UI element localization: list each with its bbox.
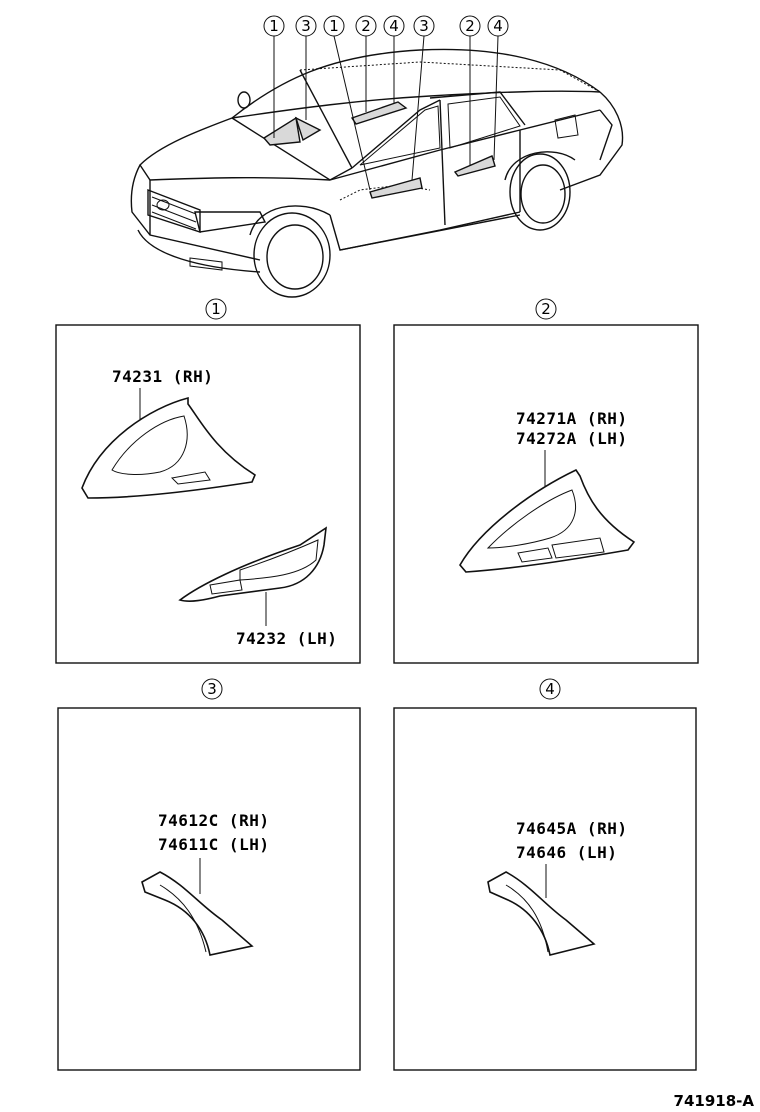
car-callout-1a: 1 [263,15,285,37]
panel-4-label-rh[interactable]: 74645A (RH) [516,819,627,838]
panel-2-frame [393,324,699,664]
svg-text:4: 4 [545,680,555,698]
svg-text:3: 3 [207,680,217,698]
car-part-1-door [369,177,423,199]
svg-text:4: 4 [389,17,399,35]
car-callout-4b: 4 [487,15,509,37]
car-callout-2b: 2 [459,15,481,37]
panel-3: 3 74612C (RH) 74611C (LH) [57,678,361,1071]
part-74232[interactable] [178,526,327,603]
panel-4-frame [393,707,697,1071]
diagram-code: 741918-A [674,1092,755,1110]
car-callout-3a: 3 [295,15,317,37]
car-callout-4a: 4 [383,15,405,37]
panel-3-label-rh[interactable]: 74612C (RH) [158,811,269,830]
svg-text:2: 2 [361,17,371,35]
panel-1: 1 74231 (RH) 74232 (LH) [55,298,361,664]
car-part-1-front [262,116,301,146]
svg-text:1: 1 [211,300,221,318]
svg-text:2: 2 [465,17,475,35]
svg-text:1: 1 [269,17,279,35]
panel-4: 4 74645A (RH) 74646 (LH) [393,678,697,1071]
panel-1-label-lh[interactable]: 74232 (LH) [236,629,337,648]
panel-1-number: 1 [205,298,227,320]
part-74271A[interactable] [459,468,636,573]
svg-text:1: 1 [329,17,339,35]
panel-1-label-rh[interactable]: 74231 (RH) [112,367,213,386]
part-74231[interactable] [81,396,257,499]
panel-3-label-lh[interactable]: 74611C (LH) [158,835,269,854]
panel-2-label-rh[interactable]: 74271A (RH) [516,409,627,428]
panel-4-number: 4 [539,678,561,700]
panel-2-label-lh[interactable]: 74272A (LH) [516,429,627,448]
car-part-2-front [350,101,408,125]
svg-text:2: 2 [541,300,551,318]
car-callout-2a: 2 [355,15,377,37]
car-callout-1b: 1 [323,15,345,37]
svg-text:4: 4 [493,17,503,35]
panel-1-frame [55,324,361,664]
panel-4-label-lh[interactable]: 74646 (LH) [516,843,617,862]
panel-3-number: 3 [201,678,223,700]
car-part-2-rear [453,155,496,177]
panel-3-frame [57,707,361,1071]
svg-text:3: 3 [301,17,311,35]
panel-2-number: 2 [535,298,557,320]
car-part-3-front [294,116,322,142]
car-illustration [130,35,624,298]
car-callout-3b: 3 [413,15,435,37]
part-74612C[interactable] [141,871,254,956]
part-74645A[interactable] [487,871,596,956]
svg-text:3: 3 [419,17,429,35]
panel-2: 2 74271A (RH) 74272A (LH) [393,298,699,664]
